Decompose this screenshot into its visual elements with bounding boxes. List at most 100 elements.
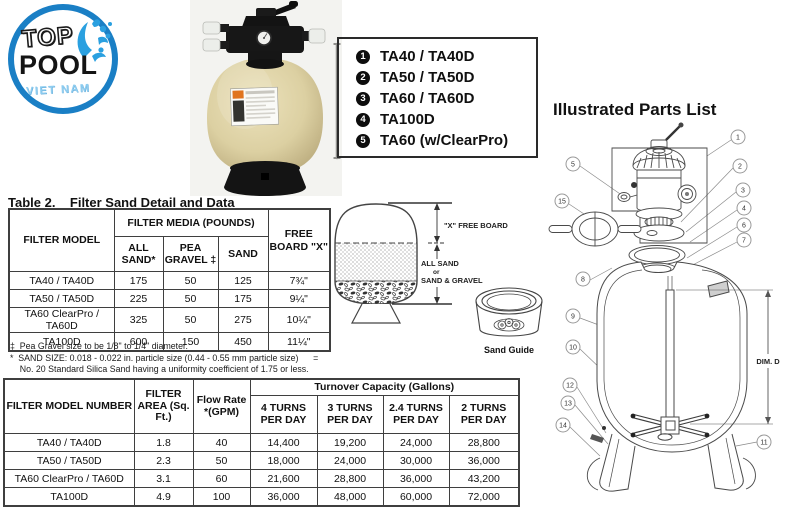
table-cell: 10¼" <box>267 307 331 333</box>
footnote-silica: No. 20 Standard Silica Sand having a uni… <box>10 364 309 374</box>
callout-3: 3 <box>735 182 751 198</box>
table-cell: 175 <box>217 289 269 308</box>
col-header-free-board: FREE BOARD "X" <box>267 208 331 272</box>
col-header-3-turns: 3 TURNS PER DAY <box>316 395 384 434</box>
col-header-filter-model: FILTER MODEL <box>8 208 115 272</box>
table-cell: 225 <box>113 289 164 308</box>
col-header-2-turns: 2 TURNS PER DAY <box>448 395 520 434</box>
callout-7: 7 <box>736 232 752 248</box>
tank-nameplate <box>707 280 730 298</box>
pipe-union <box>202 21 221 35</box>
table-cell: 40 <box>192 433 251 452</box>
callout-12: 12 <box>562 377 578 393</box>
callout-15: 15 <box>554 193 570 209</box>
callout-1: 1 <box>730 129 746 145</box>
dimension-arrows <box>388 202 452 305</box>
sand-guide-label: Sand Guide <box>484 345 534 355</box>
model-list-item: 3 TA60 / TA60D <box>356 90 536 107</box>
table-cell: 150 <box>162 332 219 352</box>
pipe-union <box>308 28 326 44</box>
table-cell: 36,000 <box>448 451 520 470</box>
table-cell: 9¼" <box>267 289 331 308</box>
table-cell: 48,000 <box>316 487 384 507</box>
table-cell: 50 <box>162 289 219 308</box>
valve-box-outline <box>611 147 708 244</box>
parts-diagram: DIM. D 1 2 3 4 5 6 7 8 9 10 11 12 13 14 … <box>548 122 780 492</box>
model-list-item: 2 TA50 / TA50D <box>356 69 536 86</box>
table-cell: 28,800 <box>316 469 384 488</box>
table-cell: 7¾" <box>267 271 331 290</box>
pipe-union <box>202 38 221 52</box>
callout-8: 8 <box>575 271 591 287</box>
callout-10: 10 <box>565 339 581 355</box>
svg-text:4: 4 <box>742 206 746 213</box>
sand-gravel-label: SAND & GRAVEL <box>421 276 483 285</box>
tank-base <box>224 161 306 196</box>
table-cell: 72,000 <box>448 487 520 507</box>
svg-text:12: 12 <box>566 383 574 390</box>
circled-number-icon: 5 <box>356 133 370 148</box>
table-cell: 2.3 <box>133 451 194 470</box>
col-header-turnover-group: Turnover Capacity (Gallons) <box>249 378 520 396</box>
footnotes: ‡ Pea Gravel size to be 1/8" to 1/4" dia… <box>10 341 318 376</box>
table-cell: 325 <box>113 307 164 333</box>
table-cell: 50 <box>162 271 219 290</box>
tank-outline <box>334 203 418 305</box>
model-label: TA60 / TA60D <box>380 90 475 107</box>
table-cell: 60 <box>192 469 251 488</box>
table-cell: 50 <box>162 307 219 333</box>
tank-drawing <box>586 261 756 492</box>
col-header-all-sand: ALL SAND* <box>113 236 164 272</box>
circled-number-icon: 2 <box>356 70 370 85</box>
table-cell: TA60 ClearPro / TA60D <box>3 469 135 488</box>
turnover-capacity-table: FILTER MODEL NUMBER FILTER AREA (Sq. Ft.… <box>3 378 521 507</box>
table-cell: 14,400 <box>249 433 318 452</box>
callouts: 1 2 3 4 5 6 7 8 9 10 11 12 13 14 15 <box>554 129 772 450</box>
table-cell: 30,000 <box>382 451 450 470</box>
col-header-flow-rate: Flow Rate *(GPM) <box>192 378 251 434</box>
svg-text:11: 11 <box>760 440 767 447</box>
callout-14: 14 <box>555 417 571 433</box>
callout-4: 4 <box>736 200 752 216</box>
col-header-4-turns: 4 TURNS PER DAY <box>249 395 318 434</box>
dim-d-label: DIM. D <box>756 357 780 366</box>
svg-text:13: 13 <box>564 401 572 408</box>
dim-d-dimension: DIM. D <box>676 289 780 425</box>
svg-text:6: 6 <box>742 223 746 230</box>
circled-number-icon: 1 <box>356 49 370 64</box>
svg-text:9: 9 <box>571 314 575 321</box>
table-cell: 28,800 <box>448 433 520 452</box>
table-cell: 24,000 <box>382 433 450 452</box>
sight-glass <box>617 192 631 202</box>
table-cell: TA40 / TA40D <box>8 271 115 290</box>
table-cell: TA40 / TA40D <box>3 433 135 452</box>
table-cell: 19,200 <box>316 433 384 452</box>
table-cell: 275 <box>217 307 269 333</box>
sand-guide-drawing <box>475 287 543 337</box>
svg-text:8: 8 <box>581 277 585 284</box>
multiport-valve <box>202 1 326 69</box>
svg-text:5: 5 <box>571 162 575 169</box>
svg-text:1: 1 <box>736 135 740 142</box>
col-header-24-turns: 2.4 TURNS PER DAY <box>382 395 450 434</box>
table-cell: 36,000 <box>249 487 318 507</box>
table2-title: Table 2. Filter Sand Detail and Data <box>8 195 235 210</box>
free-board-label: "X" FREE BOARD <box>444 221 508 230</box>
table-cell: 175 <box>113 271 164 290</box>
svg-text:7: 7 <box>742 238 746 245</box>
standpipe <box>665 289 675 425</box>
drain-plug <box>602 426 606 430</box>
col-header-filter-area: FILTER AREA (Sq. Ft.) <box>133 378 194 434</box>
footnote-sand-size: * SAND SIZE: 0.018 - 0.022 in. particle … <box>10 352 319 363</box>
col-header-sand: SAND <box>217 236 269 272</box>
or-label: or <box>433 269 440 276</box>
tank-stand <box>351 303 401 324</box>
callout-9: 9 <box>565 308 581 324</box>
callout-6: 6 <box>736 217 752 233</box>
water-splash-icon <box>77 19 112 62</box>
